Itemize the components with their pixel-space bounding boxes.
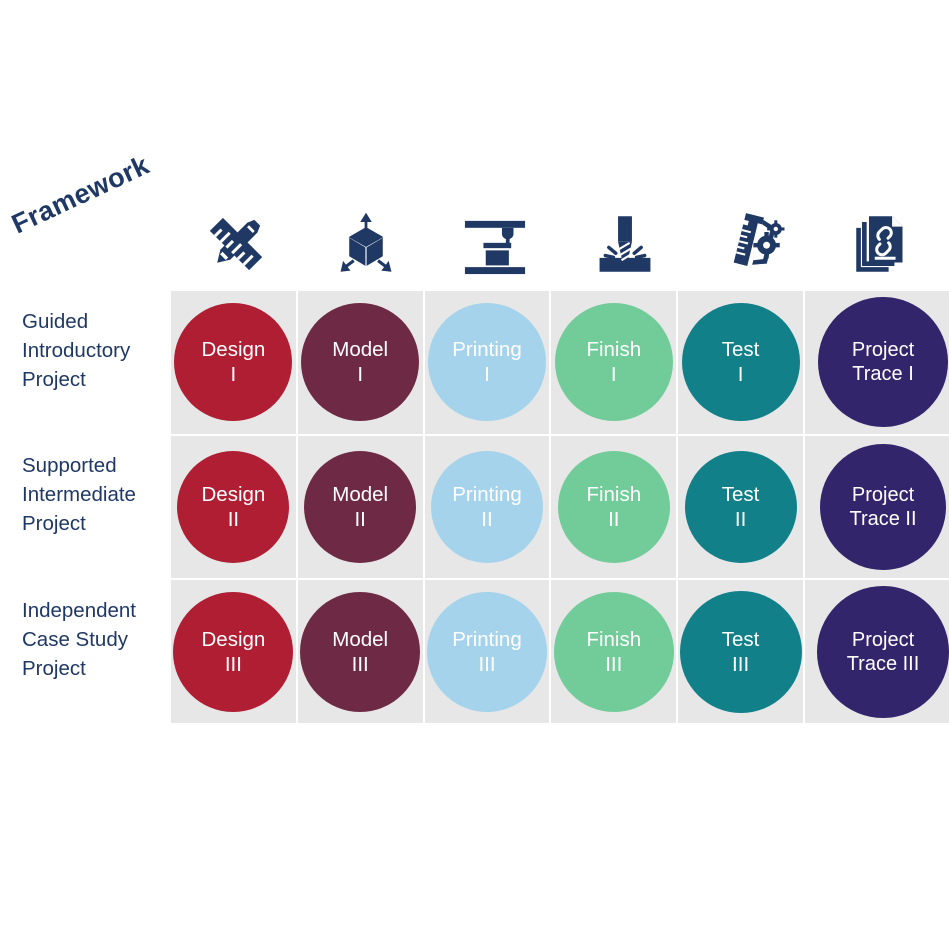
linked-documents-icon xyxy=(847,207,921,281)
matrix-cell[interactable]: Project Trace II xyxy=(805,435,949,579)
bubble-level: Trace I xyxy=(852,363,914,386)
stage-bubble-design-ii[interactable]: Design II xyxy=(177,450,290,563)
bubble-level: II xyxy=(734,507,747,531)
bubble-level: III xyxy=(732,652,750,676)
column-header-project-trace xyxy=(819,196,949,291)
matrix-cell[interactable]: Design III xyxy=(171,580,296,723)
bubble-name: Model xyxy=(332,482,389,506)
bubble-level: II xyxy=(481,507,493,531)
bubble-level: II xyxy=(227,507,240,531)
matrix-cell[interactable]: Project Trace I xyxy=(805,291,949,434)
stage-bubble-finish-iii[interactable]: Finish III xyxy=(553,591,674,712)
bubble-name: Project xyxy=(851,628,915,651)
stage-bubble-design-i[interactable]: Design I xyxy=(174,303,293,422)
stage-bubble-printing-iii[interactable]: Printing III xyxy=(426,591,547,712)
caliper-gears-icon xyxy=(718,207,792,281)
bubble-name: Printing xyxy=(452,482,522,506)
stage-bubble-test-ii[interactable]: Test II xyxy=(684,450,797,563)
bubble-name: Model xyxy=(332,338,389,362)
bubble-name: Model xyxy=(332,627,389,651)
column-icon-header xyxy=(171,196,949,291)
bubble-name: Test xyxy=(721,338,760,362)
stage-bubble-printing-ii[interactable]: Printing II xyxy=(430,450,543,563)
bubble-name: Printing xyxy=(452,338,522,362)
bubble-level: Trace III xyxy=(846,652,920,675)
3d-cube-icon xyxy=(329,207,403,281)
stage-bubble-test-iii[interactable]: Test III xyxy=(679,590,802,713)
matrix-cell[interactable]: Test II xyxy=(678,435,803,579)
bubble-name: Test xyxy=(721,482,760,506)
matrix-cell[interactable]: Finish II xyxy=(551,435,677,579)
bubble-name: Printing xyxy=(452,627,522,651)
stage-bubble-model-i[interactable]: Model I xyxy=(301,303,420,422)
matrix-cell[interactable]: Model II xyxy=(297,435,423,579)
bubble-level: I xyxy=(357,363,364,387)
bubble-level: I xyxy=(737,363,744,387)
ruler-pencil-icon xyxy=(199,207,273,281)
bubble-name: Test xyxy=(721,627,760,651)
column-header-printing xyxy=(430,196,560,291)
bubble-level: Trace II xyxy=(849,507,917,530)
bubble-name: Finish xyxy=(586,482,642,506)
stage-bubble-printing-i[interactable]: Printing I xyxy=(427,303,546,422)
matrix-cell[interactable]: Printing III xyxy=(424,580,550,723)
bubble-level: III xyxy=(224,652,242,676)
matrix-cell[interactable]: Design II xyxy=(171,435,296,579)
stage-bubble-design-iii[interactable]: Design III xyxy=(173,591,294,712)
stage-bubble-finish-i[interactable]: Finish I xyxy=(554,303,673,422)
matrix-cell[interactable]: Test III xyxy=(678,580,803,723)
3d-printer-icon xyxy=(458,207,532,281)
column-header-model xyxy=(301,196,431,291)
column-header-finish xyxy=(560,196,690,291)
bubble-name: Project xyxy=(851,483,915,506)
matrix-cell[interactable]: Model I xyxy=(297,291,423,434)
stage-bubble-project-trace-i[interactable]: Project Trace I xyxy=(818,297,948,428)
bubble-name: Design xyxy=(201,338,266,362)
bubble-level: I xyxy=(484,363,490,387)
matrix-grid: Design I Model I Printing I Finish I Tes xyxy=(171,291,949,723)
bubble-level: II xyxy=(608,507,620,531)
bubble-level: III xyxy=(351,652,369,676)
matrix-cell[interactable]: Project Trace III xyxy=(805,580,949,723)
stage-bubble-project-trace-ii[interactable]: Project Trace II xyxy=(820,443,946,570)
bubble-name: Design xyxy=(201,627,266,651)
stage-bubble-model-iii[interactable]: Model III xyxy=(300,591,421,712)
bubble-level: II xyxy=(354,507,366,531)
framework-caption: Framework xyxy=(7,149,154,240)
bubble-level: III xyxy=(478,652,496,676)
matrix-cell[interactable]: Model III xyxy=(297,580,423,723)
column-header-design xyxy=(171,196,301,291)
bubble-name: Finish xyxy=(586,627,642,651)
finishing-press-icon xyxy=(588,207,662,281)
matrix-cell[interactable]: Printing I xyxy=(424,291,550,434)
stage-bubble-finish-ii[interactable]: Finish II xyxy=(557,450,670,563)
bubble-name: Project xyxy=(851,339,915,362)
matrix-cell[interactable]: Design I xyxy=(171,291,296,434)
bubble-level: I xyxy=(610,363,617,387)
matrix-cell[interactable]: Printing II xyxy=(424,435,550,579)
bubble-name: Finish xyxy=(586,338,642,362)
bubble-level: III xyxy=(605,652,623,676)
stage-bubble-model-ii[interactable]: Model II xyxy=(304,450,417,563)
bubble-name: Design xyxy=(201,482,266,506)
column-header-test xyxy=(690,196,820,291)
matrix-cell[interactable]: Finish I xyxy=(551,291,677,434)
bubble-level: I xyxy=(230,363,237,387)
stage-bubble-project-trace-iii[interactable]: Project Trace III xyxy=(817,585,949,718)
stage-bubble-test-i[interactable]: Test I xyxy=(681,303,800,422)
matrix-cell[interactable]: Finish III xyxy=(551,580,677,723)
matrix-cell[interactable]: Test I xyxy=(678,291,803,434)
